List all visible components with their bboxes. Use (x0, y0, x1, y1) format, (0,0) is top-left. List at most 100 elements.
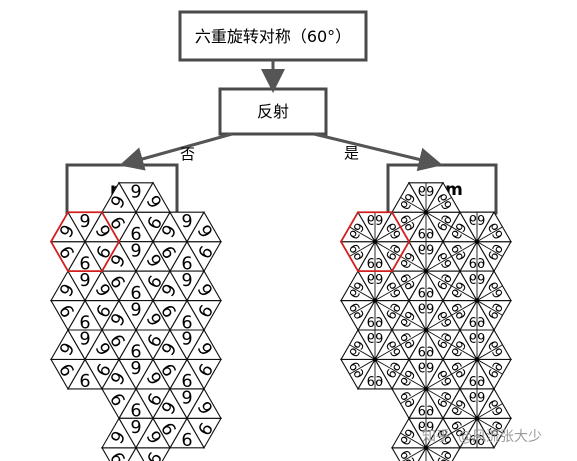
motif-glyph: 9 (426, 244, 434, 259)
decision-node-label: 反射 (257, 102, 289, 121)
motif-glyph: 9 (426, 401, 434, 416)
mirror-line (476, 300, 503, 316)
mirror-line (374, 300, 401, 316)
motif-glyph: 9 (181, 251, 192, 271)
motif-glyph: 9 (469, 431, 477, 446)
motif-glyph: 9 (181, 271, 192, 291)
triangle-cell (186, 211, 222, 243)
arrow-decision-to-p6 (119, 132, 233, 171)
motif-glyph: 9 (367, 313, 375, 328)
mirror-line (349, 241, 376, 257)
motif-glyph: 9 (418, 185, 426, 200)
mirror-line (476, 226, 503, 243)
mirror-line (400, 314, 427, 331)
triangle-cell (135, 358, 171, 390)
triangle-cell (84, 328, 120, 360)
motif-glyph: 9 (375, 273, 383, 288)
mirror-line (374, 285, 401, 301)
mirror-line (349, 226, 376, 243)
mirror-line (402, 447, 427, 461)
rotation-center (424, 328, 428, 332)
motif-glyph: 9 (477, 254, 485, 269)
motif-glyph: 9 (469, 254, 477, 269)
mirror-line (400, 197, 427, 213)
rotation-center (373, 298, 377, 303)
motif-glyph: 9 (79, 212, 90, 232)
motif-glyph: 9 (130, 399, 141, 419)
motif-glyph: 9 (469, 372, 477, 387)
mirror-line (476, 344, 503, 360)
motif-glyph: 9 (426, 185, 434, 200)
motif-glyph: 9 (402, 454, 419, 461)
motif-glyph: 9 (130, 340, 141, 360)
motif-glyph: 9 (426, 342, 434, 357)
motif-glyph: 9 (181, 389, 192, 409)
mirror-line (425, 197, 452, 213)
mirror-line (451, 344, 478, 360)
rotation-center (373, 239, 377, 244)
motif-glyph: 9 (181, 369, 192, 389)
rotation-center (424, 210, 428, 215)
mirror-line (374, 241, 401, 257)
motif-glyph: 9 (367, 254, 375, 269)
mirror-line (451, 226, 478, 243)
mirror-line (374, 359, 401, 375)
mirror-line (349, 285, 376, 301)
mirror-line (400, 388, 427, 405)
motif-glyph: 9 (181, 310, 192, 330)
mirror-line (451, 300, 478, 316)
arrow-decision-to-p6m (313, 132, 443, 172)
rotation-center (424, 386, 428, 391)
mirror-line (476, 359, 503, 375)
motif-glyph: 9 (367, 372, 375, 387)
motif-glyph: 9 (477, 332, 485, 347)
motif-glyph: 9 (181, 330, 192, 350)
mirror-line (425, 211, 452, 228)
watermark-site: 知乎 (422, 428, 450, 445)
mirror-line (425, 388, 452, 405)
motif-glyph: 9 (477, 391, 485, 406)
motif-glyph: 9 (130, 458, 141, 461)
mirror-line (451, 403, 478, 419)
motif-glyph: 9 (426, 361, 434, 376)
motif-glyph: 9 (426, 225, 434, 240)
mirror-line (425, 373, 452, 390)
triangle-cell (127, 446, 145, 461)
motif-glyph: 9 (79, 310, 90, 330)
triangle-cell (476, 328, 512, 360)
motif-glyph: 9 (375, 313, 383, 328)
mirror-line (476, 403, 503, 419)
rotation-center (475, 357, 479, 362)
triangle-cell (425, 417, 461, 449)
triangle-cell (186, 328, 222, 360)
motif-glyph: 9 (426, 303, 434, 318)
motif-glyph: 9 (130, 222, 141, 242)
motif-glyph: 9 (375, 254, 383, 269)
edge-label-no: 否 (180, 145, 195, 163)
rotation-center (424, 445, 428, 450)
triangle-cell (135, 240, 171, 272)
motif-glyph: 9 (426, 420, 434, 435)
motif-glyph: 9 (477, 273, 485, 288)
triangle-cell (135, 181, 171, 213)
motif-glyph: 9 (418, 401, 426, 416)
mirror-line (349, 300, 376, 316)
motif-glyph: 9 (418, 225, 426, 240)
motif-glyph: 9 (130, 281, 141, 301)
motif-glyph: 9 (418, 284, 426, 299)
mirror-line (476, 285, 503, 301)
root-node-label: 六重旋转对称（60°） (195, 27, 351, 46)
